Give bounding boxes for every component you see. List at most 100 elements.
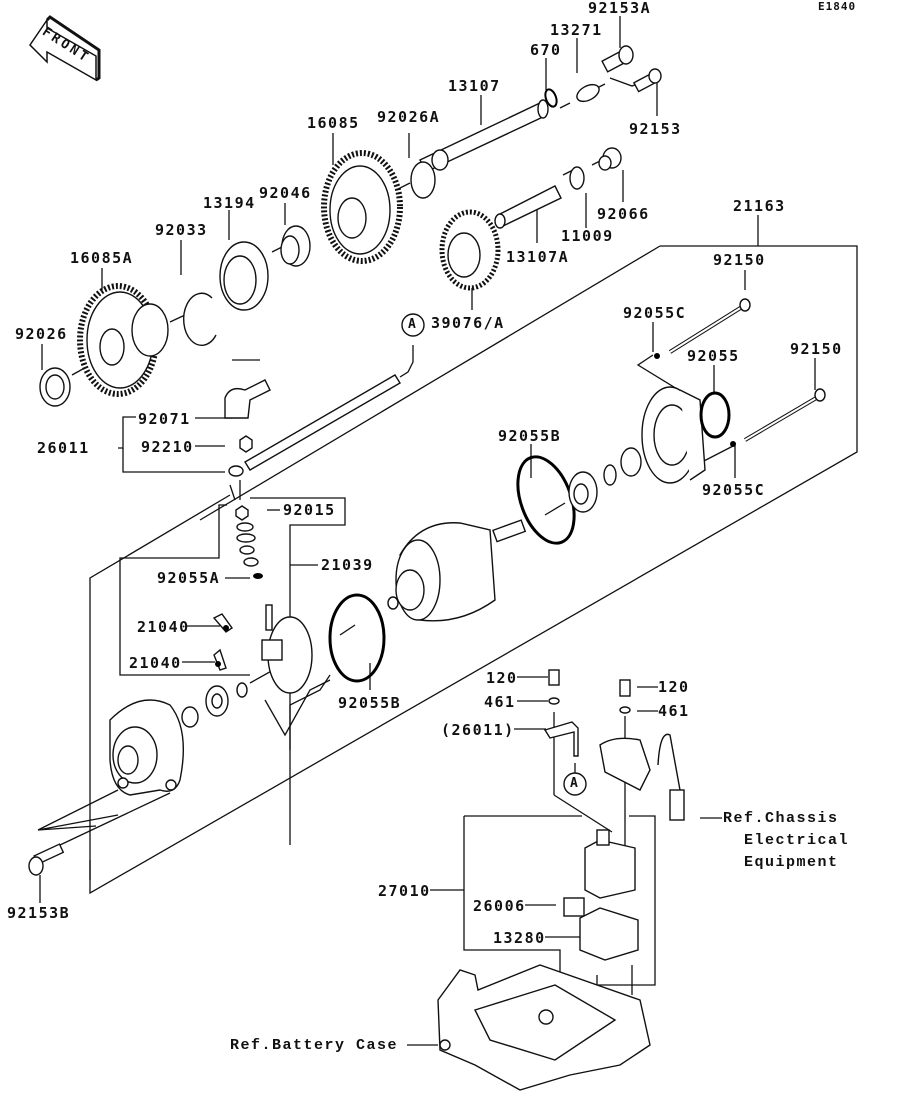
washer — [603, 464, 617, 486]
terminal-cover — [599, 733, 685, 821]
bearing-front — [205, 685, 229, 717]
callout-92055B-lower[interactable]: 92055B — [338, 694, 402, 712]
callout-92153[interactable]: 92153 — [629, 120, 682, 138]
callout-27010[interactable]: 27010 — [378, 882, 431, 900]
oring-92055C-b — [730, 441, 736, 447]
callout-16085A[interactable]: 16085A — [70, 249, 134, 267]
callout-461-a[interactable]: 461 — [484, 693, 516, 711]
connector-a-label: A — [408, 317, 418, 332]
terminal — [228, 465, 244, 477]
callout-92066[interactable]: 92066 — [597, 205, 650, 223]
callout-11009[interactable]: 11009 — [561, 227, 614, 245]
armature — [387, 519, 527, 622]
callout-670[interactable]: 670 — [530, 41, 562, 59]
battery-case — [437, 964, 651, 1091]
callout-92026A[interactable]: 92026A — [377, 108, 441, 126]
cable-26011 — [244, 374, 401, 471]
washer — [236, 682, 248, 698]
callout-92046[interactable]: 92046 — [259, 184, 312, 202]
bolt-92153A — [601, 45, 634, 73]
callout-13194[interactable]: 13194 — [203, 194, 256, 212]
washer-461-b — [619, 706, 631, 714]
callout-21040-b[interactable]: 21040 — [129, 654, 182, 672]
diagram-code: E1840 — [818, 0, 857, 13]
callout-92153B[interactable]: 92153B — [7, 904, 71, 922]
reference-chassis-electrical[interactable]: Ref.Chassis Electrical Equipment — [723, 810, 850, 871]
bolt-92150-a — [668, 298, 751, 354]
callout-92055C-a[interactable]: 92055C — [623, 304, 687, 322]
washer-461-a — [548, 697, 560, 705]
washer — [431, 149, 449, 171]
callout-92055A[interactable]: 92055A — [157, 569, 221, 587]
callout-39076-A[interactable]: 39076/A — [431, 314, 505, 332]
callout-92015[interactable]: 92015 — [283, 501, 336, 519]
washer-11009 — [569, 166, 585, 190]
starter-relay-27010 — [584, 829, 636, 899]
callout-92055B-upper[interactable]: 92055B — [498, 427, 562, 445]
callout-120-b[interactable]: 120 — [658, 678, 690, 696]
callout-13107A[interactable]: 13107A — [506, 248, 570, 266]
callout-92153A[interactable]: 92153A — [588, 0, 652, 17]
callout-26006[interactable]: 26006 — [473, 897, 526, 915]
front-arrow-icon — [29, 15, 101, 82]
needle-bearing-92046 — [280, 225, 311, 267]
one-way-clutch-13194 — [219, 241, 269, 311]
callout-461-b[interactable]: 461 — [658, 702, 690, 720]
callout-21040-a[interactable]: 21040 — [137, 618, 190, 636]
callout-13271[interactable]: 13271 — [550, 21, 603, 39]
bearing-rear — [568, 471, 598, 513]
screw-120-b — [619, 679, 631, 697]
callout-92150-a[interactable]: 92150 — [713, 251, 766, 269]
lead-26011 — [543, 721, 579, 757]
callout-92150-b[interactable]: 92150 — [790, 340, 843, 358]
front-cover — [109, 699, 185, 796]
oring-92055 — [699, 391, 731, 439]
callout-92033[interactable]: 92033 — [155, 221, 208, 239]
seal — [620, 447, 642, 477]
callout-13107[interactable]: 13107 — [448, 77, 501, 95]
callout-21163[interactable]: 21163 — [733, 197, 786, 215]
plate-13271 — [576, 83, 600, 103]
gear-39076 — [439, 209, 501, 291]
gear-16085 — [321, 150, 403, 264]
connector-mark-a-bottom — [563, 772, 587, 796]
callout-13280[interactable]: 13280 — [493, 929, 546, 947]
oring-92055B-lower — [328, 593, 386, 683]
callout-92210[interactable]: 92210 — [141, 438, 194, 456]
seal-92026 — [39, 367, 71, 407]
gear-16085A — [77, 283, 169, 397]
plug-92066 — [598, 147, 622, 171]
brush-21040 — [212, 613, 233, 671]
fuse-26006 — [563, 897, 585, 917]
brush-holder-21039 — [261, 604, 313, 694]
callout-26011[interactable]: 26011 — [37, 439, 90, 457]
callout-21039[interactable]: 21039 — [321, 556, 374, 574]
washer-92026A — [410, 161, 436, 199]
shaft-13107A — [494, 185, 562, 229]
oring-92055C-a — [654, 353, 660, 359]
reference-battery-case[interactable]: Ref.Battery Case — [230, 1037, 399, 1054]
bolt-92153B — [28, 843, 65, 876]
rear-cover — [641, 386, 706, 484]
callout-26011-ref[interactable]: (26011) — [441, 721, 515, 739]
washer — [181, 706, 199, 728]
callout-92026[interactable]: 92026 — [15, 325, 68, 343]
circlip-92033 — [183, 292, 217, 346]
oring-670 — [544, 88, 558, 108]
callout-120-a[interactable]: 120 — [486, 669, 518, 687]
connector-mark-a-top — [401, 313, 425, 337]
bolt-92153 — [632, 68, 662, 93]
washer-stack — [235, 505, 263, 579]
cap-92071 — [224, 379, 271, 419]
nut-92210 — [239, 435, 253, 453]
screw-120-a — [548, 669, 560, 686]
callout-16085[interactable]: 16085 — [307, 114, 360, 132]
callout-92055C-b[interactable]: 92055C — [702, 481, 766, 499]
connector-a-label: A — [570, 776, 580, 791]
relay-case-13280 — [579, 907, 639, 961]
callout-92055[interactable]: 92055 — [687, 347, 740, 365]
callout-92071[interactable]: 92071 — [138, 410, 191, 428]
bolt-92150-b — [743, 388, 826, 442]
